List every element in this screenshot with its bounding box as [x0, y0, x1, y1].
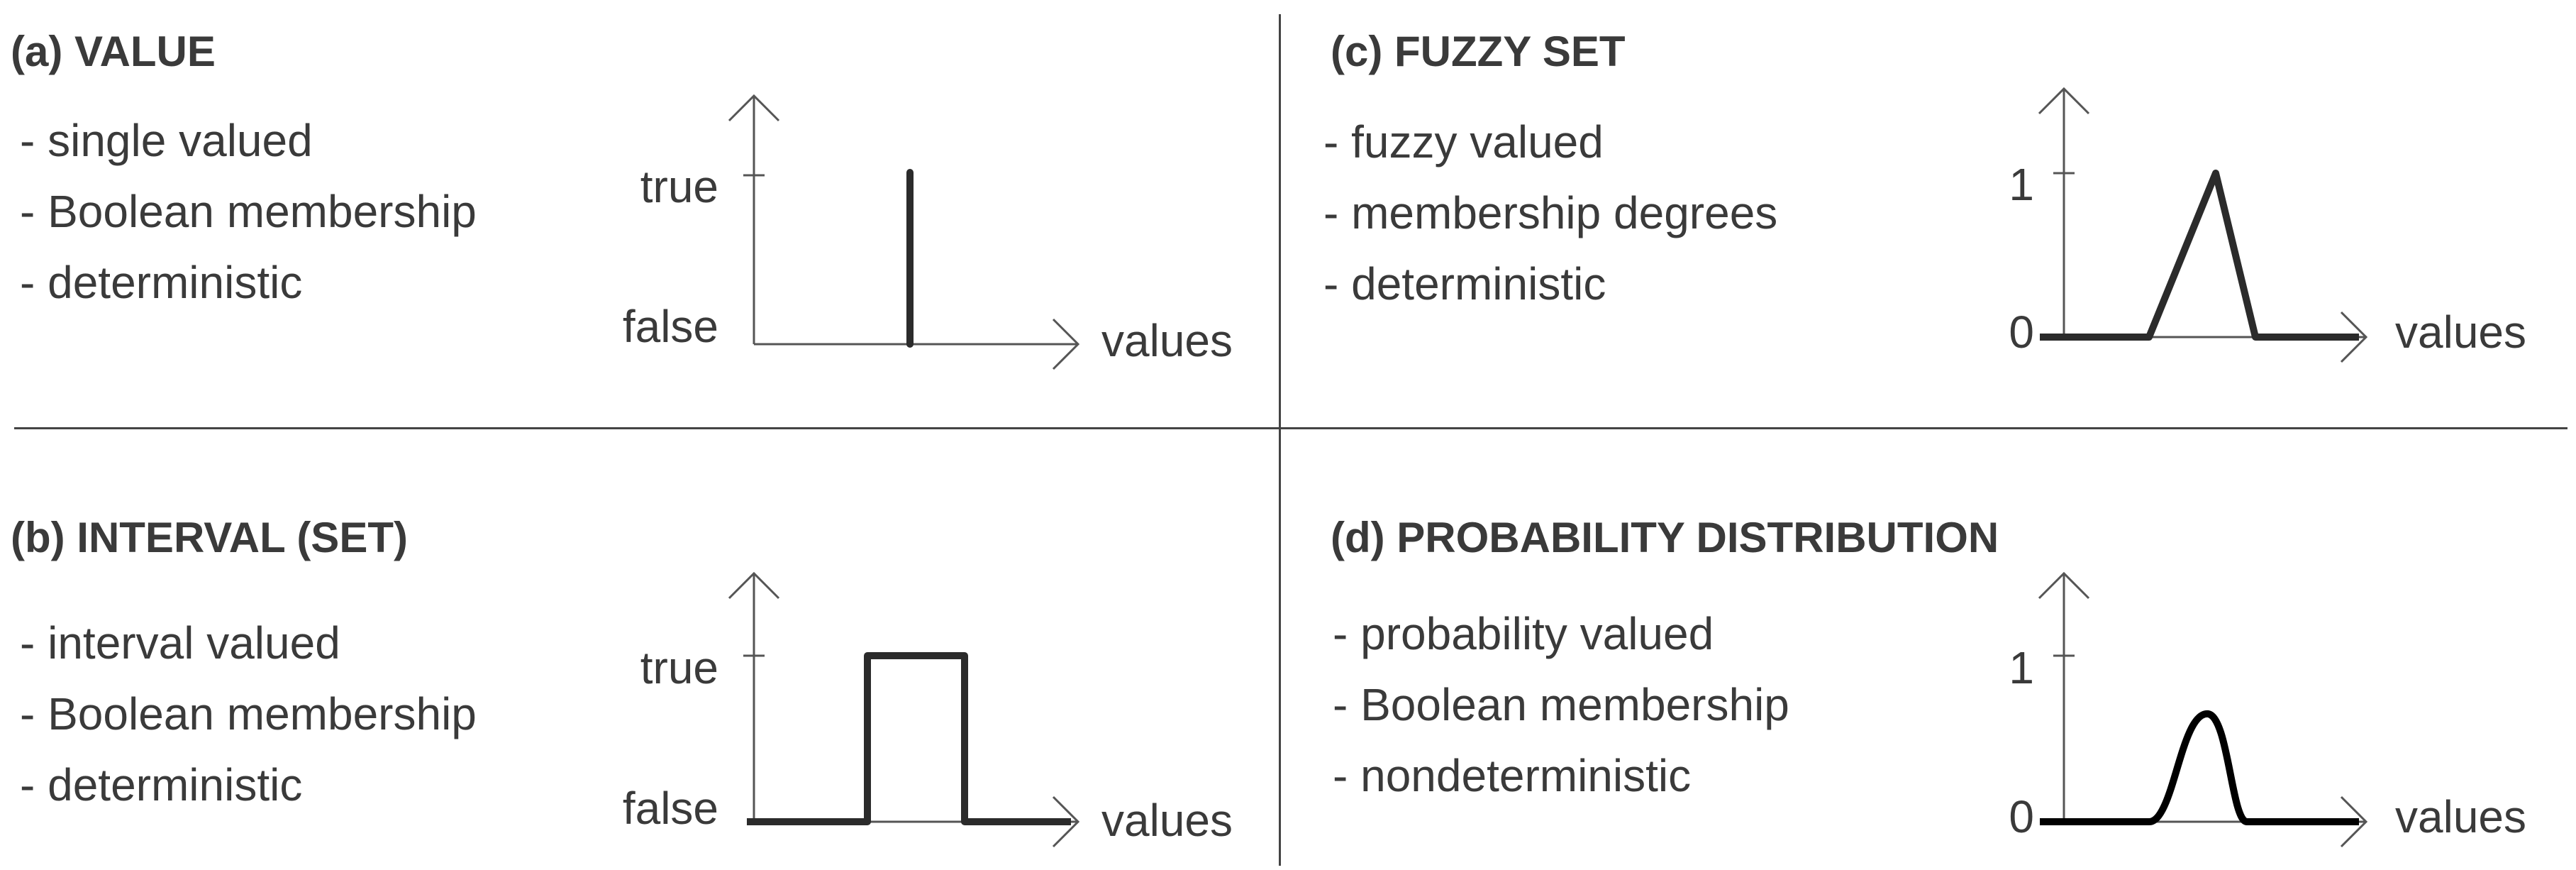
probability-plot: 1 0 values [2009, 571, 2526, 848]
x-axis-label: values [1101, 795, 1233, 846]
y-axis-arrowhead [728, 571, 780, 600]
panel-title: (d) PROBABILITY DISTRIBUTION [1331, 514, 1999, 561]
fuzzy-plot: 1 0 values [2009, 87, 2526, 363]
y-label-one: 1 [2009, 159, 2034, 210]
y-label-true: true [640, 161, 718, 212]
panel-title: (a) VALUE [11, 28, 216, 75]
x-axis-label: values [2395, 791, 2526, 842]
panel-interval: (b) INTERVAL (SET) - interval valued - B… [0, 435, 1288, 870]
y-label-zero: 0 [2009, 307, 2034, 358]
y-label-true: true [640, 642, 718, 693]
property-item: - deterministic [20, 257, 303, 308]
panel-title: (b) INTERVAL (SET) [11, 514, 408, 561]
y-label-zero: 0 [2009, 791, 2034, 842]
probability-density-curve [2040, 710, 2359, 825]
property-item: - Boolean membership [20, 186, 477, 237]
property-item: - single valued [20, 115, 313, 166]
interval-plot: true false values [623, 571, 1233, 848]
property-item: - Boolean membership [1333, 679, 1789, 730]
panel-title: (c) FUZZY SET [1331, 28, 1626, 75]
property-item: - interval valued [20, 617, 340, 668]
property-list: - interval valued - Boolean membership -… [20, 607, 477, 820]
y-label-false: false [623, 301, 718, 352]
property-item: - deterministic [20, 759, 303, 810]
vertical-divider [1279, 14, 1281, 866]
y-label-false: false [623, 783, 718, 834]
x-axis-arrowhead [2340, 311, 2368, 363]
property-item: - nondeterministic [1333, 750, 1692, 801]
x-axis-arrowhead [1052, 318, 1080, 370]
property-list: - single valued - Boolean membership - d… [20, 105, 477, 318]
property-item: - membership degrees [1323, 187, 1778, 238]
x-axis-arrowhead [1052, 795, 1080, 848]
property-item: - deterministic [1323, 258, 1606, 309]
property-item: - probability valued [1333, 608, 1714, 659]
property-item: - Boolean membership [20, 688, 477, 739]
property-list: - fuzzy valued - membership degrees - de… [1323, 106, 1777, 319]
membership-triangle [2040, 170, 2359, 341]
y-axis-arrowhead [2038, 571, 2090, 600]
panel-fuzzy-set: (c) FUZZY SET - fuzzy valued - membershi… [1288, 0, 2576, 435]
panel-value: (a) VALUE - single valued - Boolean memb… [0, 0, 1288, 435]
horizontal-divider [14, 427, 2567, 429]
membership-rectangle [747, 652, 1071, 825]
x-axis-arrowhead [2340, 795, 2368, 848]
x-axis-label: values [2395, 307, 2526, 358]
y-label-one: 1 [2009, 642, 2034, 693]
value-plot: true false values [623, 94, 1233, 370]
property-item: - fuzzy valued [1323, 116, 1604, 167]
panel-probability-distribution: (d) PROBABILITY DISTRIBUTION - probabili… [1288, 435, 2576, 870]
property-list: - probability valued - Boolean membershi… [1333, 598, 1789, 811]
y-axis-arrowhead [2038, 87, 2090, 115]
y-axis-arrowhead [728, 94, 780, 122]
x-axis-label: values [1101, 315, 1233, 366]
